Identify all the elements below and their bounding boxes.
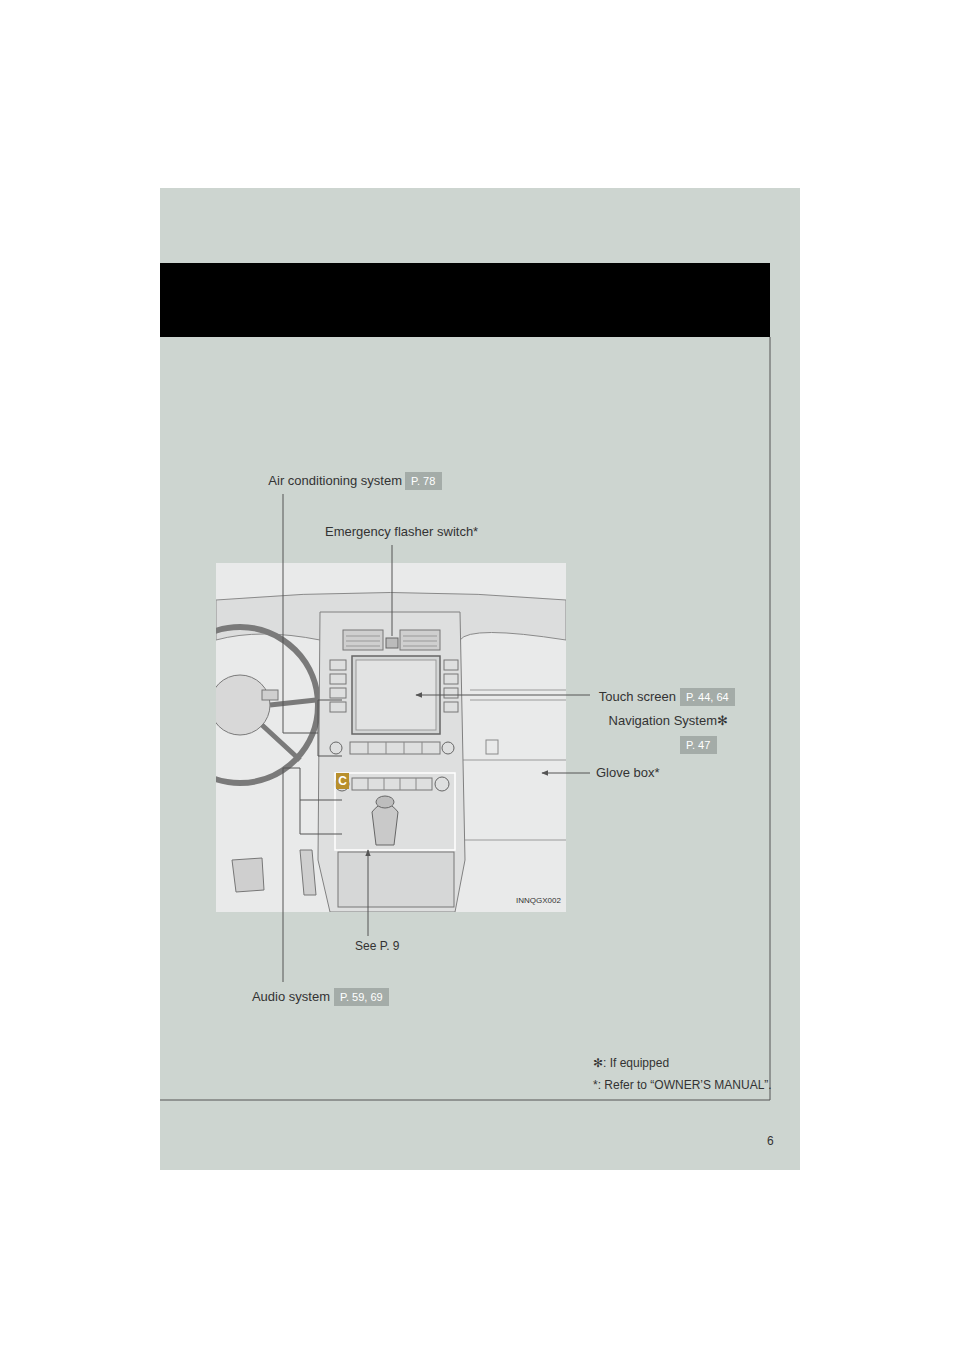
- callout-label: Audio system: [252, 989, 330, 1005]
- dashboard-illustration: [216, 563, 566, 912]
- leader-lines: [283, 494, 590, 982]
- page-panel: [160, 188, 800, 1170]
- badge-text: C: [338, 774, 347, 788]
- footnote: *: Refer to “OWNER’S MANUAL”.: [593, 1077, 772, 1093]
- footnote: ✻: If equipped: [593, 1055, 669, 1071]
- callout-label: Air conditioning system: [268, 473, 402, 489]
- callout-label: Emergency flasher switch*: [325, 524, 478, 540]
- badge-text: P. 59, 69: [340, 991, 383, 1003]
- callout-label: Touch screen: [599, 689, 676, 705]
- badge-text: P. 44, 64: [686, 691, 729, 703]
- badge-text: P. 78: [411, 475, 435, 487]
- frame-line: [160, 337, 770, 1100]
- page-reference-badge: P. 59, 69: [334, 988, 389, 1006]
- page-reference-badge: P. 47: [680, 736, 717, 754]
- callout-label: Navigation System✻: [609, 713, 728, 729]
- page-reference-badge: P. 44, 64: [680, 688, 735, 706]
- page-number: 6: [767, 1133, 774, 1149]
- badge-text: P. 47: [686, 739, 710, 751]
- image-code: INNQGX002: [516, 893, 561, 909]
- section-marker: C: [336, 773, 349, 789]
- callout-label: Glove box*: [596, 765, 660, 781]
- callout-label: See P. 9: [355, 938, 399, 954]
- page-reference-badge: P. 78: [405, 472, 442, 490]
- header-band: [160, 263, 770, 337]
